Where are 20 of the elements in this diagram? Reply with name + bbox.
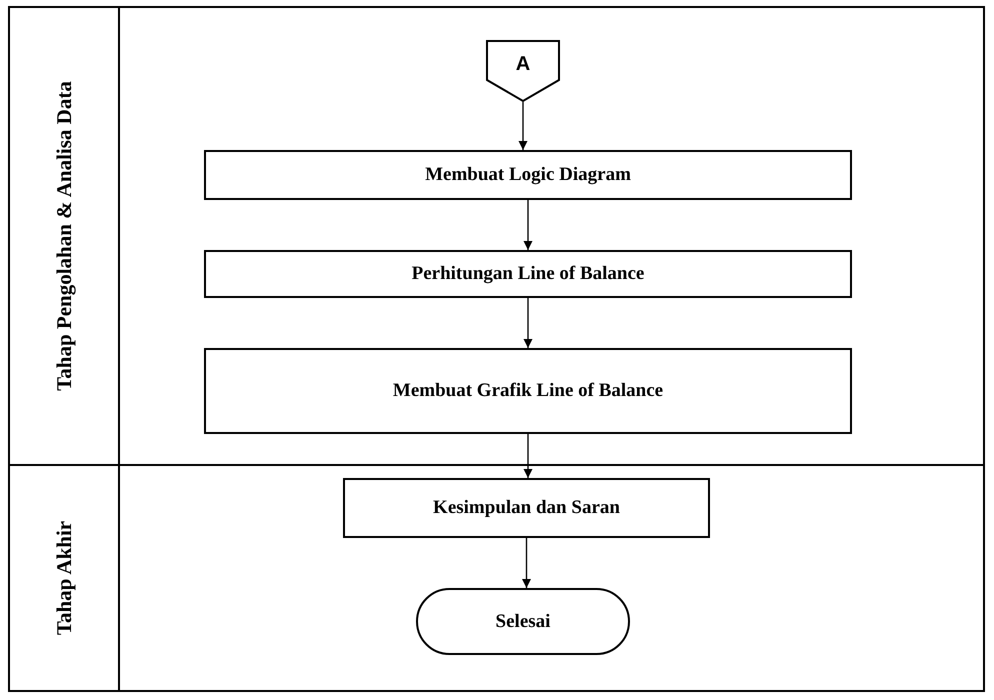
- node-label: A: [516, 52, 530, 76]
- process-box: [204, 150, 852, 200]
- arrow: [524, 298, 532, 348]
- node-label: Perhitungan Line of Balance: [412, 263, 644, 285]
- process-box: [343, 478, 710, 538]
- swimlane: [8, 464, 985, 692]
- process-box: [204, 348, 852, 434]
- lane-title: Tahap Pengolahan & Analisa Data: [52, 81, 76, 391]
- arrow: [524, 434, 532, 478]
- node-label: Kesimpulan dan Saran: [433, 497, 620, 519]
- lane-title: Tahap Akhir: [52, 520, 76, 636]
- process-box: [204, 250, 852, 298]
- node-label: Membuat Grafik Line of Balance: [392, 380, 664, 402]
- arrow: [524, 200, 532, 250]
- node-label: Selesai: [496, 610, 550, 632]
- arrow: [518, 102, 528, 150]
- arrow: [522, 538, 531, 588]
- off-page-connector: [486, 40, 560, 102]
- node-label: Membuat Logic Diagram: [425, 164, 631, 186]
- swimlane: [8, 6, 985, 466]
